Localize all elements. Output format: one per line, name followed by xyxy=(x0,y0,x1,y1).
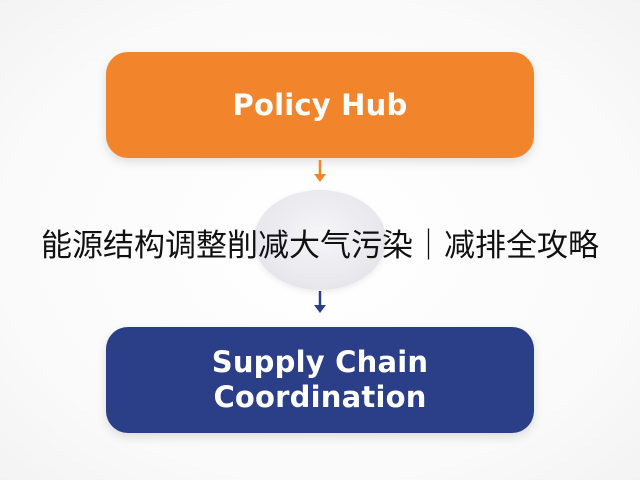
down-arrow-icon xyxy=(314,160,326,182)
supply-chain-label-line1: Supply Chain xyxy=(211,345,429,379)
caption-text: 能源结构调整削减大气污染｜减排全攻略 xyxy=(41,227,599,264)
supply-chain-label-line2: Coordination xyxy=(213,380,427,414)
supply-chain-coordination-node: Supply Chain Coordination xyxy=(106,327,534,433)
policy-hub-label: Policy Hub xyxy=(232,88,408,122)
policy-hub-node: Policy Hub xyxy=(106,52,534,158)
down-arrow-icon xyxy=(314,291,326,313)
center-circle-node xyxy=(254,190,386,290)
caption-overlay: 能源结构调整削减大气污染｜减排全攻略 xyxy=(0,217,640,267)
